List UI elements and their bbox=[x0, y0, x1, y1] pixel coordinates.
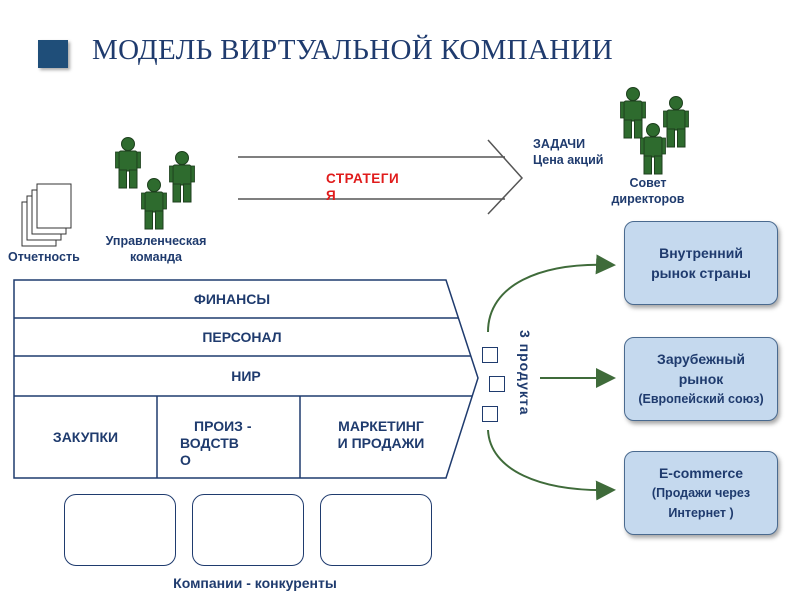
rnd-band: НИР bbox=[231, 368, 261, 384]
personnel-band: ПЕРСОНАЛ bbox=[202, 329, 282, 345]
purchasing-cell: ЗАКУПКИ bbox=[52, 428, 119, 445]
competitor-box bbox=[64, 494, 176, 566]
competitor-box bbox=[320, 494, 432, 566]
market-domestic: Внутренний рынок страны bbox=[624, 221, 778, 305]
finance-band: ФИНАНСЫ bbox=[193, 291, 271, 307]
product-square-icon bbox=[482, 406, 498, 422]
products-label: 3 продукта bbox=[517, 330, 533, 416]
board-of-directors-label: Совет директоров bbox=[611, 176, 685, 206]
marketing-cell: МАРКЕТИНГ И ПРОДАЖИ bbox=[337, 418, 425, 451]
market-foreign: Зарубежный рынок (Европейский союз) bbox=[624, 337, 778, 421]
market-ecommerce: E-commerce (Продажи через Интернет ) bbox=[624, 451, 778, 535]
production-cell: ПРОИЗ - ВОДСТВ О bbox=[180, 418, 252, 468]
strategy-arrow-icon bbox=[238, 139, 524, 215]
reporting-label: Отчетность bbox=[8, 250, 80, 264]
competitor-box bbox=[192, 494, 304, 566]
tasks-label: ЗАДАЧИ Цена акций bbox=[533, 137, 604, 167]
product-square-icon bbox=[489, 376, 505, 392]
product-distribution-arrows bbox=[487, 254, 616, 501]
board-of-directors-icon bbox=[620, 87, 689, 175]
management-team-icon bbox=[115, 137, 195, 230]
company-structure-shape bbox=[13, 279, 479, 479]
strategy-label: СТРАТЕГИ Я bbox=[326, 171, 400, 203]
document-stack-icon bbox=[21, 183, 72, 247]
title-square-icon bbox=[38, 40, 68, 68]
competitors-label: Компании - конкуренты bbox=[173, 575, 337, 591]
management-team-label: Управленческая команда bbox=[105, 234, 207, 264]
product-square-icon bbox=[482, 347, 498, 363]
page-title: МОДЕЛЬ ВИРТУАЛЬНОЙ КОМПАНИИ bbox=[92, 34, 613, 66]
